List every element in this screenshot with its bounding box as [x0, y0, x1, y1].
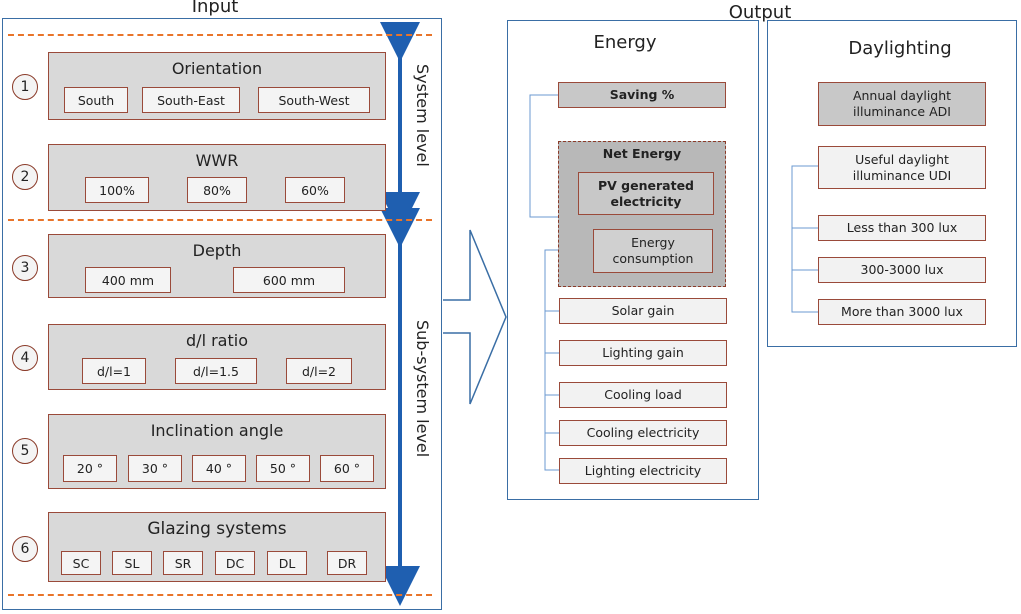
option-400mm: 400 mm	[85, 267, 171, 293]
input-frame	[2, 18, 442, 610]
option-dc: DC	[215, 551, 255, 575]
glazing-systems-group: Glazing systems SC SL SR DC DL DR	[48, 512, 386, 582]
option-30deg: 30 °	[128, 455, 182, 482]
group-title: d/l ratio	[186, 331, 248, 350]
group-number-2: 2	[12, 164, 38, 190]
output-title: Output	[728, 2, 792, 23]
energy-consumption-box: Energy consumption	[593, 229, 713, 273]
group-number-4: 4	[12, 345, 38, 371]
more-than-3000-lux-box: More than 3000 lux	[818, 299, 986, 325]
pv-generated-box: PV generated electricity	[578, 172, 714, 215]
daylighting-frame	[767, 20, 1017, 347]
daylighting-title: Daylighting	[848, 38, 952, 59]
option-dl-2: d/l=2	[286, 358, 352, 384]
group-number-3: 3	[12, 255, 38, 281]
subsystem-level-label: Sub-system level	[413, 320, 432, 458]
option-south: South	[64, 87, 128, 113]
300-3000-lux-box: 300-3000 lux	[818, 257, 986, 283]
group-number-5: 5	[12, 438, 38, 464]
group-number-1: 1	[12, 74, 38, 100]
group-title: Inclination angle	[150, 421, 284, 440]
dl-ratio-group: d/l ratio d/l=1 d/l=1.5 d/l=2	[48, 324, 386, 390]
option-80: 80%	[187, 177, 247, 203]
saving-box: Saving %	[558, 82, 726, 108]
option-sl: SL	[112, 551, 152, 575]
wwr-group: WWR 100% 80% 60%	[48, 144, 386, 211]
option-south-west: South-West	[258, 87, 370, 113]
option-50deg: 50 °	[256, 455, 310, 482]
option-40deg: 40 °	[192, 455, 246, 482]
depth-group: Depth 400 mm 600 mm	[48, 234, 386, 298]
adi-box: Annual daylight illuminance ADI	[818, 82, 986, 126]
group-title: Glazing systems	[147, 519, 287, 539]
option-100: 100%	[85, 177, 149, 203]
option-dl-1-5: d/l=1.5	[175, 358, 257, 384]
solar-gain-box: Solar gain	[559, 298, 727, 324]
less-than-300-lux-box: Less than 300 lux	[818, 215, 986, 241]
lighting-gain-box: Lighting gain	[559, 340, 727, 366]
option-sr: SR	[163, 551, 203, 575]
dashed-divider-top	[8, 34, 432, 36]
cooling-load-box: Cooling load	[559, 382, 727, 408]
energy-title: Energy	[593, 32, 657, 53]
lighting-electricity-box: Lighting electricity	[559, 458, 727, 484]
input-title: Input	[191, 0, 239, 17]
system-level-label: System level	[413, 64, 432, 167]
option-20deg: 20 °	[63, 455, 117, 482]
group-title: Depth	[192, 241, 242, 260]
orientation-group: Orientation South South-East South-West	[48, 52, 386, 120]
option-dl: DL	[267, 551, 307, 575]
option-south-east: South-East	[142, 87, 240, 113]
dashed-divider-middle	[8, 219, 432, 221]
option-dl-1: d/l=1	[82, 358, 146, 384]
option-dr: DR	[327, 551, 367, 575]
option-60: 60%	[285, 177, 345, 203]
net-energy-label: Net Energy	[602, 146, 682, 161]
energy-frame	[507, 20, 759, 500]
option-sc: SC	[61, 551, 101, 575]
input-output-arrow	[443, 229, 507, 405]
cooling-electricity-box: Cooling electricity	[559, 420, 727, 446]
group-number-6: 6	[12, 536, 38, 562]
inclination-angle-group: Inclination angle 20 ° 30 ° 40 ° 50 ° 60…	[48, 414, 386, 489]
dashed-divider-bottom	[8, 594, 432, 596]
group-title: WWR	[195, 151, 239, 170]
option-600mm: 600 mm	[233, 267, 345, 293]
udi-box: Useful daylight illuminance UDI	[818, 146, 986, 189]
daylight-tree-lines	[791, 165, 818, 313]
group-title: Orientation	[171, 59, 263, 78]
option-60deg: 60 °	[320, 455, 374, 482]
